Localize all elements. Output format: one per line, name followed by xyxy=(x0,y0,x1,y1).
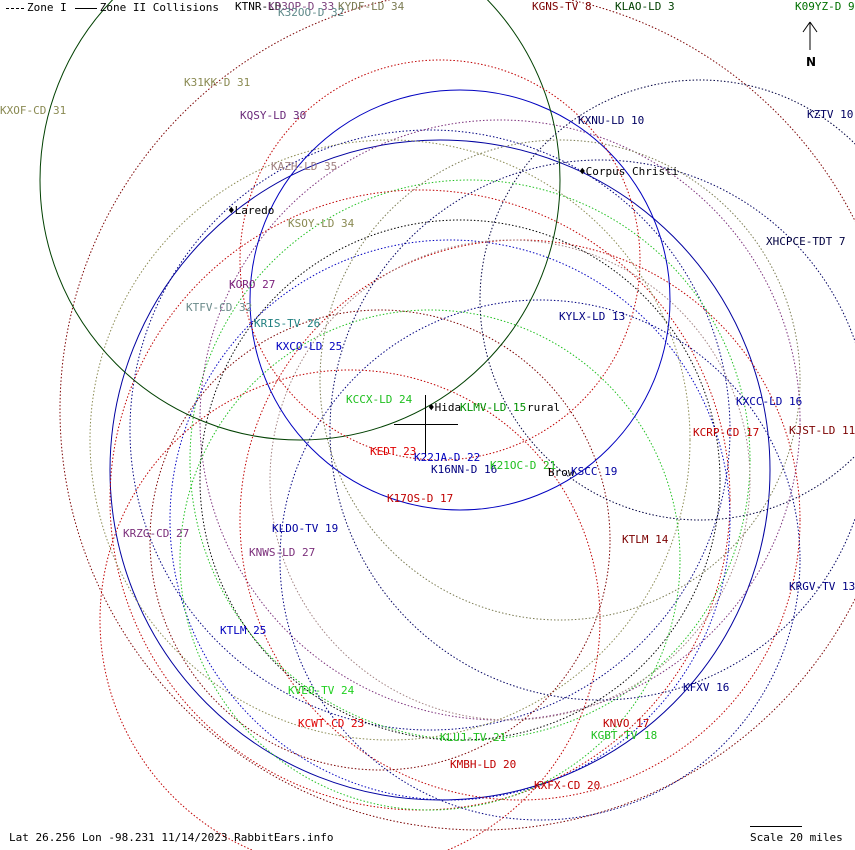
station-label[interactable]: KLMV-LD 15 xyxy=(460,401,527,414)
crosshair-horizontal xyxy=(394,424,458,425)
station-label[interactable]: KFXV 16 xyxy=(683,681,730,694)
station-label[interactable]: K09YZ-D 9 xyxy=(795,0,855,13)
station-label[interactable]: KCWT-CD 23 xyxy=(298,717,365,730)
city-laredo[interactable]: ♦Laredo xyxy=(228,204,275,217)
station-label[interactable]: KZTV 10 xyxy=(807,108,854,121)
station-label[interactable]: KNWS-LD 27 xyxy=(249,546,316,559)
coverage-contour xyxy=(269,239,751,721)
station-label[interactable]: KTLM 14 xyxy=(622,533,669,546)
coverage-contour xyxy=(249,89,671,511)
station-label[interactable]: K16NN-D 16 xyxy=(431,463,498,476)
footer-location: Lat 26.256 Lon -98.231 11/14/2023 Rabbit… xyxy=(9,831,334,844)
station-label[interactable]: KAZH-LD 35 xyxy=(271,160,338,173)
station-label[interactable]: KYLX-LD 13 xyxy=(559,310,626,323)
station-label[interactable]: K33QP-D 33 xyxy=(268,0,335,13)
station-label[interactable]: KORO 27 xyxy=(229,278,276,291)
station-label[interactable]: KXNU-LD 10 xyxy=(578,114,645,127)
coverage-contour xyxy=(89,139,691,741)
station-label[interactable]: KRGV-TV 13 xyxy=(789,580,855,593)
station-label[interactable]: KRIS-TV 26 xyxy=(254,317,321,330)
coverage-contour xyxy=(149,309,611,771)
coverage-contour xyxy=(319,139,801,621)
station-label[interactable]: KGBT-TV 18 xyxy=(591,729,658,742)
station-label[interactable]: KNVO 17 xyxy=(603,717,650,730)
station-label[interactable]: KQSY-LD 30 xyxy=(240,109,307,122)
station-label[interactable]: KLUJ-TV 21 xyxy=(440,731,507,744)
legend-zone1: Zone I xyxy=(27,1,67,14)
coverage-contour xyxy=(189,179,751,741)
coverage-contour xyxy=(329,159,855,701)
coverage-contour xyxy=(169,239,731,801)
station-label[interactable]: KLAO-LD 3 xyxy=(615,0,675,13)
city-hida[interactable]: ♦Hida xyxy=(428,401,462,414)
city-brow: Brow xyxy=(548,466,575,479)
north-label: N xyxy=(806,55,816,69)
station-label[interactable]: KCRP-CD 17 xyxy=(693,426,760,439)
legend: Zone I Zone II Collisions xyxy=(6,1,219,14)
station-label[interactable]: KEDT 23 xyxy=(370,445,417,458)
coverage-contour xyxy=(199,219,721,741)
station-label[interactable]: KCCX-LD 24 xyxy=(346,393,413,406)
station-label[interactable]: KXCO-LD 25 xyxy=(276,340,343,353)
station-label[interactable]: KJST-LD 11 xyxy=(789,424,855,437)
coverage-contour xyxy=(239,59,641,461)
station-label[interactable]: KXOF-CD 31 xyxy=(0,104,67,117)
city-corpus-christi[interactable]: ♦Corpus Christi xyxy=(579,165,679,178)
coverage-contour xyxy=(239,239,801,801)
station-label[interactable]: KTNR-LD xyxy=(235,0,282,13)
station-label[interactable]: KRZG-CD 27 xyxy=(123,527,190,540)
coverage-contour xyxy=(39,0,561,441)
station-label[interactable]: KYDF-LD 34 xyxy=(338,0,405,13)
scale-label: Scale 20 miles xyxy=(750,831,843,844)
coverage-contour xyxy=(279,299,801,821)
north-arrow-icon: N xyxy=(802,21,818,69)
coverage-contour xyxy=(99,369,601,850)
station-label[interactable]: K31KK-D 31 xyxy=(184,76,251,89)
station-label[interactable]: KLDO-TV 19 xyxy=(272,522,339,535)
coverage-contour xyxy=(129,129,731,731)
coverage-contour xyxy=(479,79,855,521)
station-label[interactable]: XHCPCE-TDT 7 xyxy=(766,235,846,248)
coverage-contour xyxy=(179,309,681,811)
station-label[interactable]: KXFX-CD 20 xyxy=(534,779,601,792)
coverage-contour xyxy=(59,0,855,831)
zone1-line-sample xyxy=(6,7,24,9)
station-label[interactable]: K21OC-D 21 xyxy=(490,459,557,472)
station-label[interactable]: KXCC-LD 16 xyxy=(736,395,803,408)
station-label[interactable]: KVEO-TV 24 xyxy=(288,684,355,697)
station-label[interactable]: K22JA-D 22 xyxy=(414,451,481,464)
station-label[interactable]: KSOY-LD 34 xyxy=(288,217,355,230)
station-label[interactable]: K32OO-D 32 xyxy=(278,6,345,19)
coverage-contour xyxy=(109,139,771,801)
station-label[interactable]: KSCC 19 xyxy=(571,465,618,478)
station-label[interactable]: KTFV-CD 32 xyxy=(186,301,253,314)
legend-zone2: Zone II Collisions xyxy=(99,1,219,14)
station-label[interactable]: K17OS-D 17 xyxy=(387,492,454,505)
station-label[interactable]: KMBH-LD 20 xyxy=(450,758,517,771)
city-rural: rural xyxy=(527,401,561,414)
scale-bar xyxy=(750,826,802,827)
crosshair-vertical xyxy=(425,395,426,457)
zone2-line-sample xyxy=(74,7,97,9)
station-label[interactable]: KTLM 25 xyxy=(220,624,267,637)
station-label[interactable]: KGNS-TV 8 xyxy=(532,0,592,13)
